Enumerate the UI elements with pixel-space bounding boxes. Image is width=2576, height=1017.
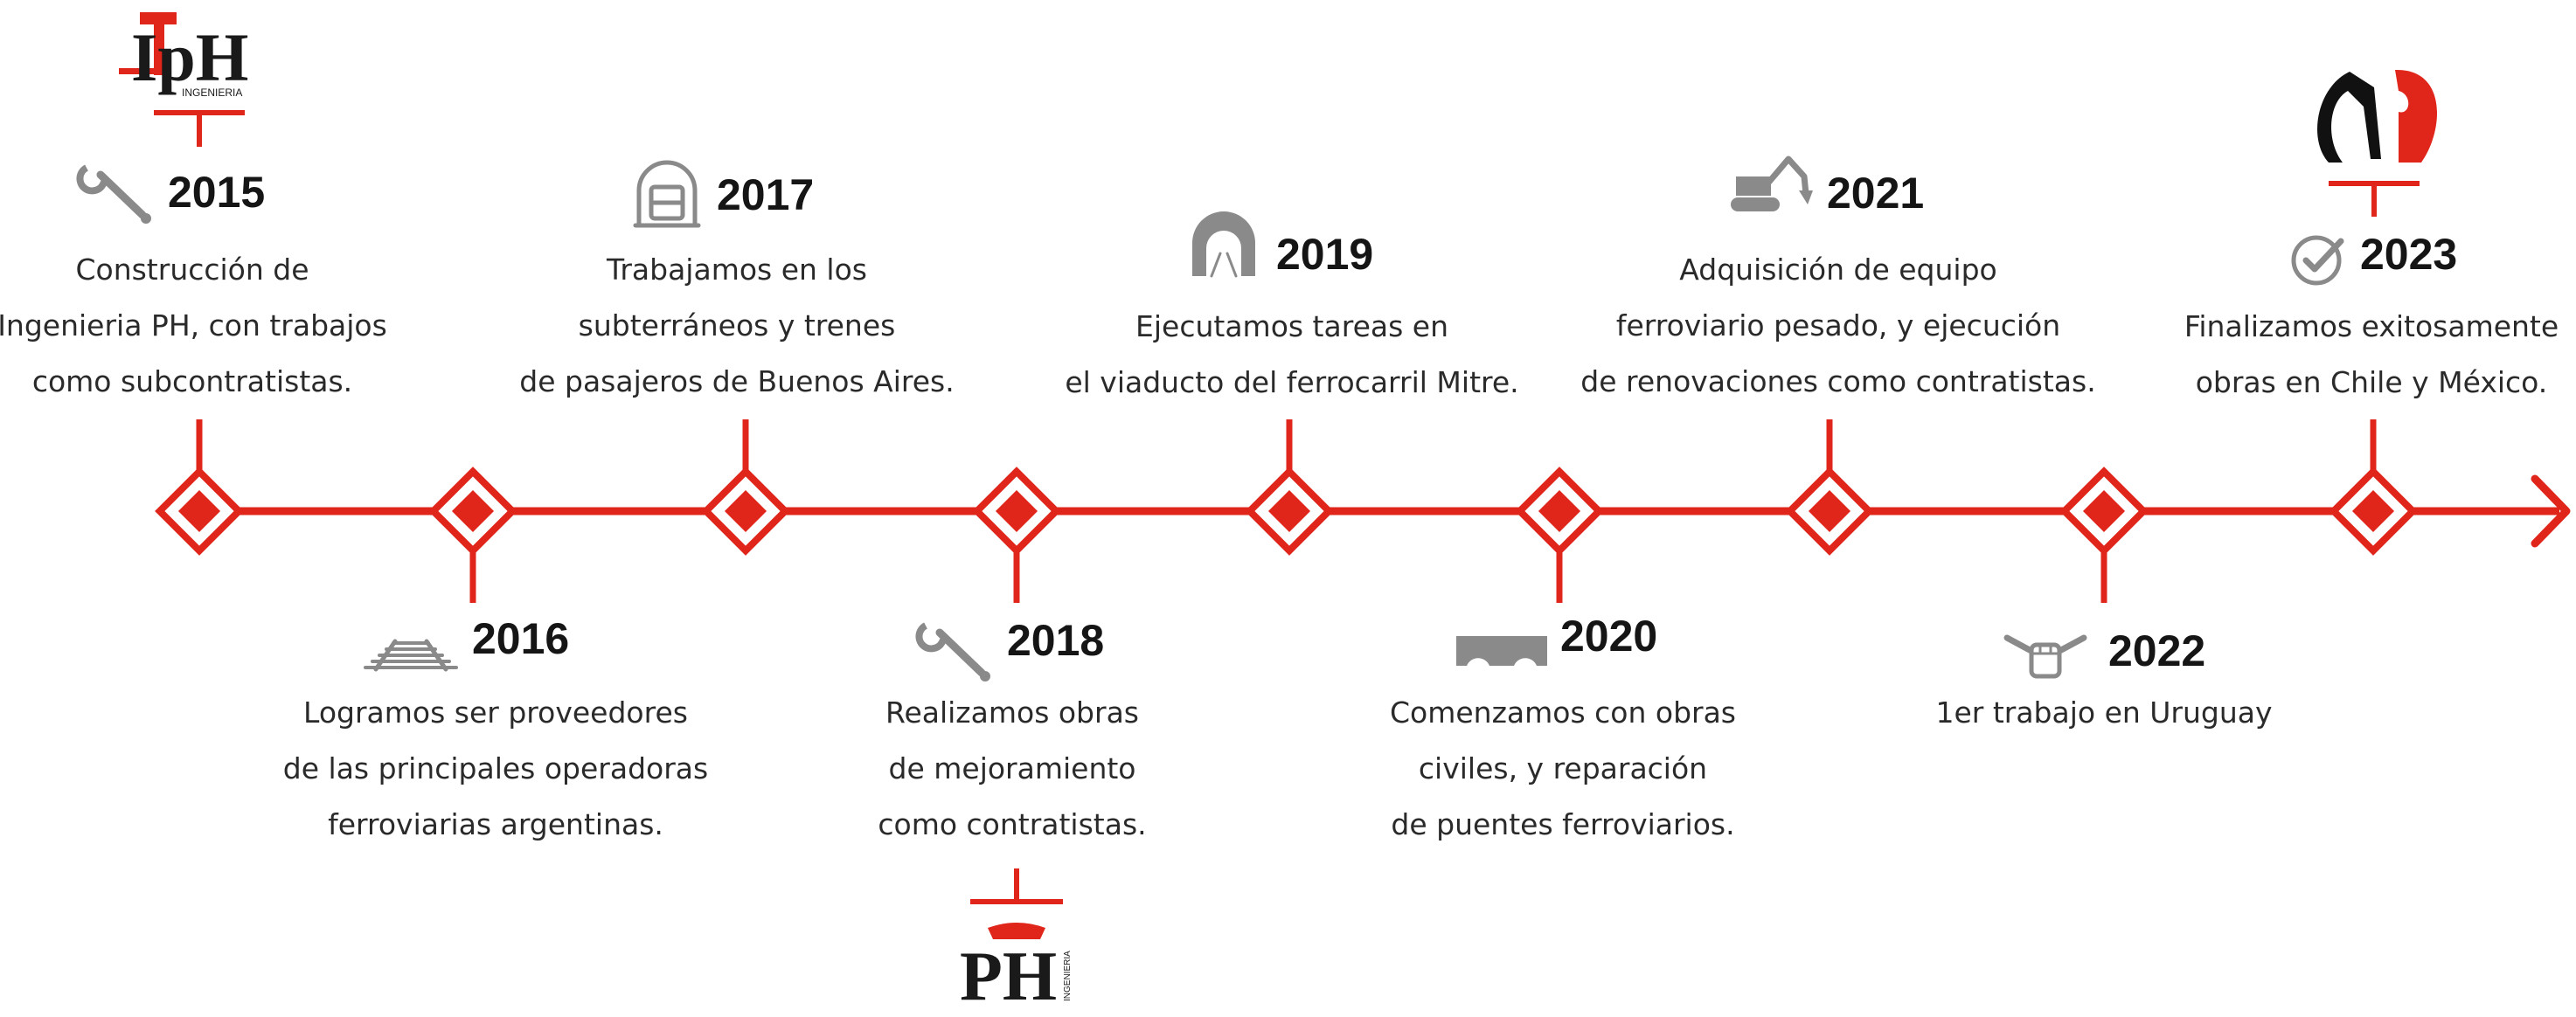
timeline-arrowhead: [2531, 474, 2571, 548]
event-2022: 2022 1er trabajo en Uruguay: [1935, 467, 2273, 730]
milestone-marker: [155, 467, 244, 556]
event-description-line: como contratistas.: [878, 807, 1146, 841]
event-description-line: de mejoramiento: [889, 751, 1136, 785]
event-description-line: como subcontratistas.: [32, 364, 352, 398]
event-description-line: Realizamos obras: [885, 695, 1139, 730]
milestone-marker: [2059, 467, 2149, 556]
tunnel-icon: [1192, 211, 1255, 278]
event-description-line: de renovaciones como contratistas.: [1580, 364, 2095, 398]
event-description-line: Comenzamos con obras: [1390, 695, 1736, 730]
excavator-icon: [1731, 156, 1813, 211]
milestone-marker: [2329, 467, 2418, 556]
milestone-marker: [972, 467, 1061, 556]
event-description-line: ferroviarias argentinas.: [328, 807, 663, 841]
milestone-marker: [1245, 467, 1334, 556]
timeline-axis: [166, 474, 2571, 548]
event-description-line: de las principales operadoras: [283, 751, 708, 785]
event-year: 2015: [168, 168, 265, 217]
event-year: 2020: [1560, 612, 1657, 661]
rail-track-icon: [364, 639, 458, 672]
event-description-line: Logramos ser proveedores: [303, 695, 688, 730]
metro-train-icon: [633, 160, 701, 228]
event-year: 2018: [1007, 616, 1104, 665]
company-logo-symbol: [2317, 69, 2438, 217]
svg-text:INGENIERIA: INGENIERIA: [1063, 951, 1073, 1001]
milestone-marker: [428, 467, 517, 556]
event-year: 2017: [717, 170, 814, 219]
event-description-line: de puentes ferroviarios.: [1391, 807, 1734, 841]
event-description-line: Trabajamos en los: [606, 253, 867, 287]
milestone-marker: [1515, 467, 1604, 556]
check-circle-icon: [2291, 235, 2344, 286]
event-description-line: obras en Chile y México.: [2196, 365, 2548, 399]
event-description-line: subterráneos y trenes: [579, 308, 896, 342]
event-description-line: 1er trabajo en Uruguay: [1935, 695, 2272, 730]
event-description-line: Adquisición de equipo: [1679, 253, 1996, 287]
bridge-icon: [1456, 636, 1547, 666]
event-description-line: de pasajeros de Buenos Aires.: [519, 364, 954, 398]
fist-wrench-icon: [2003, 634, 2087, 679]
milestone-marker: [701, 467, 790, 556]
event-description-line: civiles, y reparación: [1419, 751, 1707, 785]
svg-text:IpH: IpH: [131, 19, 248, 95]
event-description-line: Finalizamos exitosamente: [2184, 309, 2559, 343]
company-logo-ph: PH INGENIERIA: [960, 868, 1073, 1015]
event-year: 2016: [472, 614, 569, 663]
event-year: 2019: [1276, 230, 1373, 279]
event-year: 2021: [1827, 169, 1924, 218]
event-description-line: ferroviario pesado, y ejecución: [1616, 308, 2060, 342]
svg-text:INGENIERIA: INGENIERIA: [182, 86, 242, 99]
event-year: 2023: [2360, 230, 2457, 279]
event-description-line: Ejecutamos tareas en: [1135, 309, 1448, 343]
event-description-line: Ingenieria PH, con trabajos: [0, 308, 387, 342]
milestone-marker: [1785, 467, 1874, 556]
event-description-line: Construcción de: [75, 253, 309, 287]
event-year: 2022: [2108, 626, 2205, 675]
wrench-icon: [76, 164, 151, 224]
wrench-icon: [915, 622, 990, 681]
event-description-line: el viaducto del ferrocarril Mitre.: [1065, 365, 1518, 399]
svg-text:PH: PH: [960, 938, 1057, 1015]
